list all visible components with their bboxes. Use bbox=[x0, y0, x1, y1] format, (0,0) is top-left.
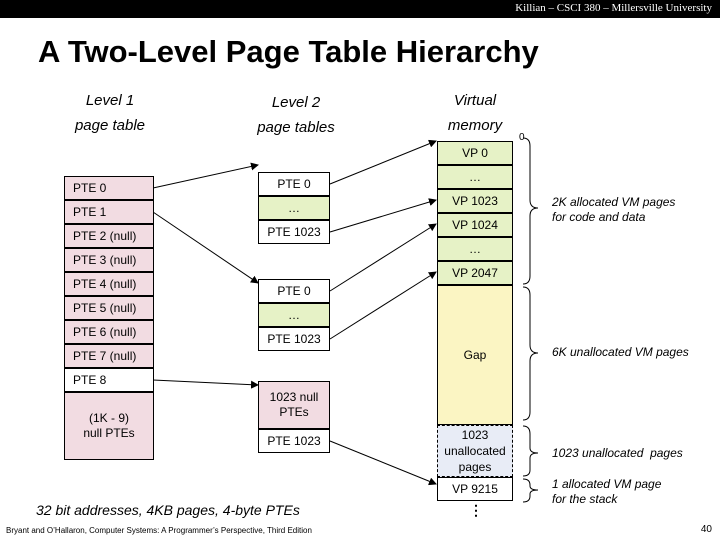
vm-vp1024: VP 1024 bbox=[437, 213, 513, 237]
vm-vp1023: VP 1023 bbox=[437, 189, 513, 213]
vm-heading-line2: memory bbox=[447, 117, 503, 134]
l2b-pte-1023: PTE 1023 bbox=[258, 327, 330, 351]
vm-vp9215: VP 9215 bbox=[437, 477, 513, 501]
citation-footer: Bryant and O’Hallaron, Computer Systems:… bbox=[6, 526, 312, 535]
l1-pte-2: PTE 2 (null) bbox=[64, 224, 154, 248]
brace-gap bbox=[522, 286, 539, 421]
arrow-l2a1023-to-vp1023 bbox=[329, 198, 437, 233]
l1-pte-6: PTE 6 (null) bbox=[64, 320, 154, 344]
annotation-unallocated: 1023 unallocated pages bbox=[552, 446, 683, 460]
brace-allocated bbox=[522, 137, 539, 285]
l1-pte-3: PTE 3 (null) bbox=[64, 248, 154, 272]
l1-pte-5: PTE 5 (null) bbox=[64, 296, 154, 320]
arrow-l2b1023-to-vp2047 bbox=[329, 271, 437, 340]
l1-pte-4: PTE 4 (null) bbox=[64, 272, 154, 296]
vm-zero-label: 0 bbox=[519, 132, 525, 143]
l1-pte-1: PTE 1 bbox=[64, 200, 154, 224]
brace-stack bbox=[522, 478, 539, 503]
address-note: 32 bit addresses, 4KB pages, 4-byte PTEs bbox=[36, 502, 300, 518]
page-number: 40 bbox=[700, 524, 712, 535]
arrow-l1pte8-to-l2c bbox=[152, 379, 259, 389]
l2b-dots: … bbox=[258, 303, 330, 327]
annotation-gap: 6K unallocated VM pages bbox=[552, 345, 689, 359]
level2-heading-line1: Level 2 bbox=[271, 94, 321, 111]
level2-heading-line2: page tables bbox=[257, 119, 335, 136]
header-text: Killian – CSCI 380 – Millersville Univer… bbox=[515, 2, 712, 14]
l1-pte-7: PTE 7 (null) bbox=[64, 344, 154, 368]
l2a-dots: … bbox=[258, 196, 330, 220]
arrows bbox=[152, 139, 437, 486]
l1-pte-8: PTE 8 bbox=[64, 368, 154, 392]
vm-vp0: VP 0 bbox=[437, 141, 513, 165]
l2c-pte-1023: PTE 1023 bbox=[258, 429, 330, 453]
arrow-l2b0-to-vp1024 bbox=[329, 223, 437, 292]
l2c-null-block: 1023 null PTEs bbox=[258, 381, 330, 429]
level1-heading-line1: Level 1 bbox=[85, 92, 135, 109]
l2a-pte-1023: PTE 1023 bbox=[258, 220, 330, 244]
slide-title: A Two-Level Page Table Hierarchy bbox=[38, 34, 539, 69]
vm-heading-line1: Virtual bbox=[453, 92, 497, 109]
arrow-l1pte1-to-l2b bbox=[152, 211, 259, 284]
vm-gap: Gap bbox=[437, 285, 513, 425]
arrow-l2c1023-to-vp9215 bbox=[329, 440, 437, 486]
braces bbox=[522, 137, 539, 503]
vm-dots-1: … bbox=[437, 165, 513, 189]
vm-vertical-ellipsis: ⋮ bbox=[469, 502, 483, 518]
vm-heading: Virtual memory bbox=[420, 88, 530, 138]
l1-pte-0: PTE 0 bbox=[64, 176, 154, 200]
level2-heading: Level 2 page tables bbox=[236, 90, 356, 140]
vm-vp2047: VP 2047 bbox=[437, 261, 513, 285]
header-bar: Killian – CSCI 380 – Millersville Univer… bbox=[0, 0, 720, 18]
level1-heading: Level 1 page table bbox=[58, 88, 162, 138]
l2b-pte-0: PTE 0 bbox=[258, 279, 330, 303]
vm-unallocated-block: 1023 unallocated pages bbox=[437, 425, 513, 477]
level1-heading-line2: page table bbox=[74, 117, 146, 134]
l1-null-block: (1K - 9) null PTEs bbox=[64, 392, 154, 460]
arrow-l1pte0-to-l2a bbox=[152, 162, 259, 189]
annotation-allocated: 2K allocated VM pages for code and data bbox=[552, 195, 676, 224]
annotation-stack: 1 allocated VM page for the stack bbox=[552, 477, 662, 506]
brace-unallocated bbox=[522, 425, 539, 477]
l2a-pte-0: PTE 0 bbox=[258, 172, 330, 196]
vm-dots-2: … bbox=[437, 237, 513, 261]
arrow-l2a0-to-vp0 bbox=[329, 139, 437, 185]
